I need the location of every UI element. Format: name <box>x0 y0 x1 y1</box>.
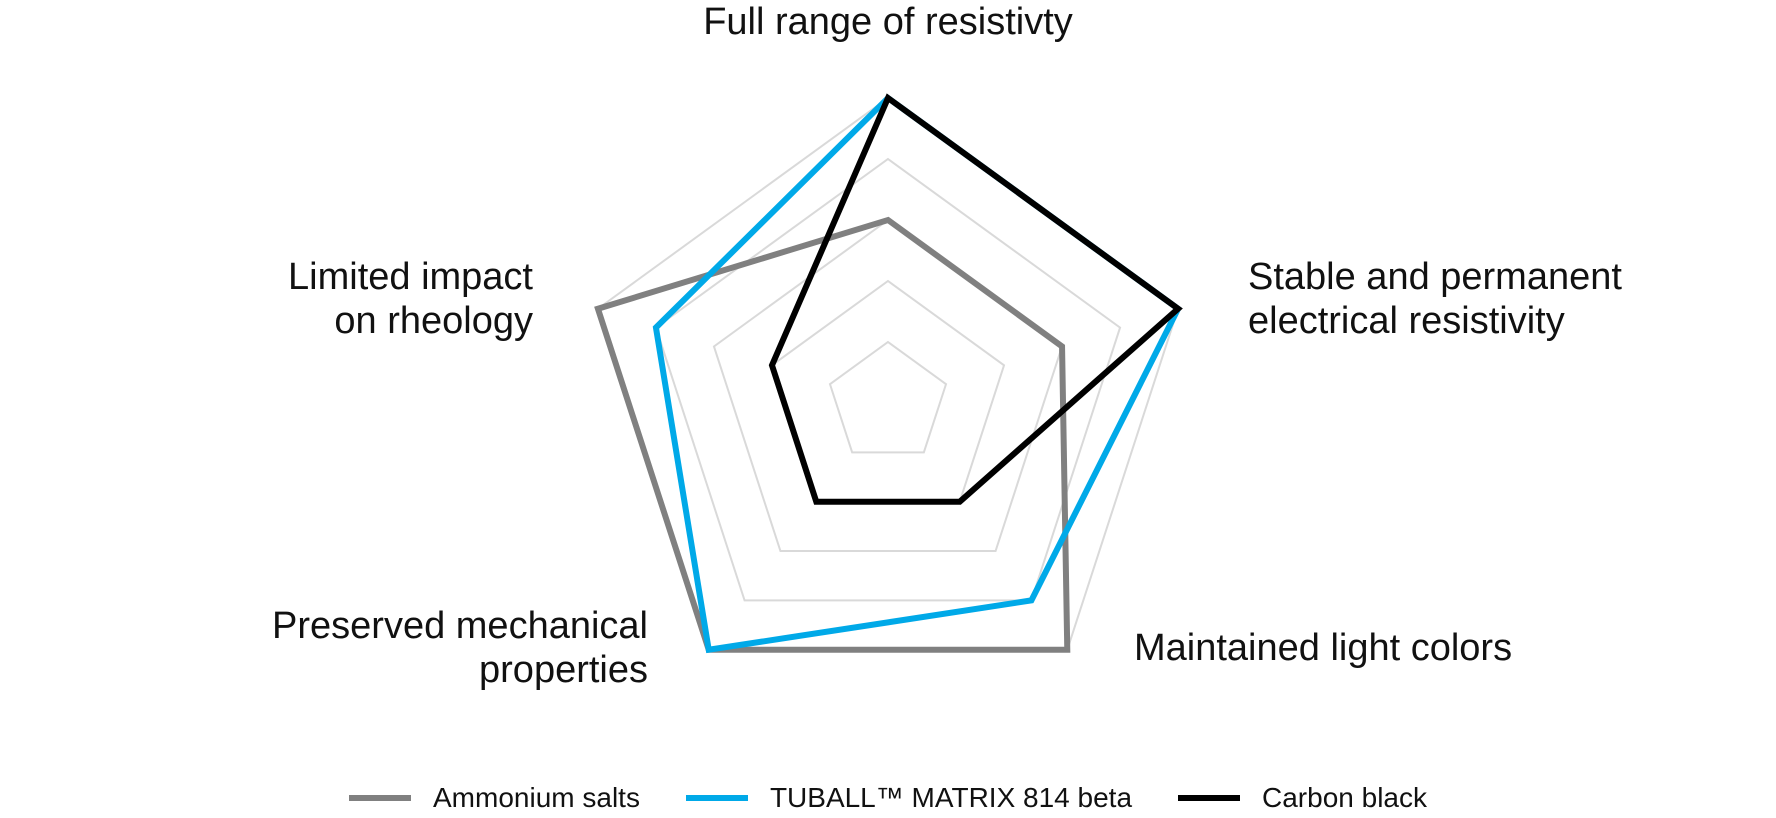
axis-label-3: Maintained light colors <box>1134 627 1512 669</box>
legend: Ammonium salts TUBALL™ MATRIX 814 beta Car… <box>0 782 1776 814</box>
legend-item-3: Carbon black <box>1178 782 1427 814</box>
legend-item-1: Ammonium salts <box>349 782 640 814</box>
series-line-1 <box>594 216 1071 653</box>
axis-label-1: Full range of resistivty <box>703 1 1073 43</box>
series-line-3 <box>768 93 1183 505</box>
legend-item-2: TUBALL™ MATRIX 814 beta <box>685 782 1133 814</box>
legend-swatch <box>685 795 748 801</box>
legend-swatch <box>349 795 411 801</box>
legend-label: Carbon black <box>1262 782 1427 813</box>
grid-ring-4 <box>654 157 1122 602</box>
grid-ring-1 <box>828 340 948 454</box>
radar-series <box>594 93 1183 654</box>
legend-label: Ammonium salts <box>433 782 640 813</box>
legend-label: TUBALL™ MATRIX 814 beta <box>769 782 1133 813</box>
legend-swatch <box>1178 795 1241 801</box>
